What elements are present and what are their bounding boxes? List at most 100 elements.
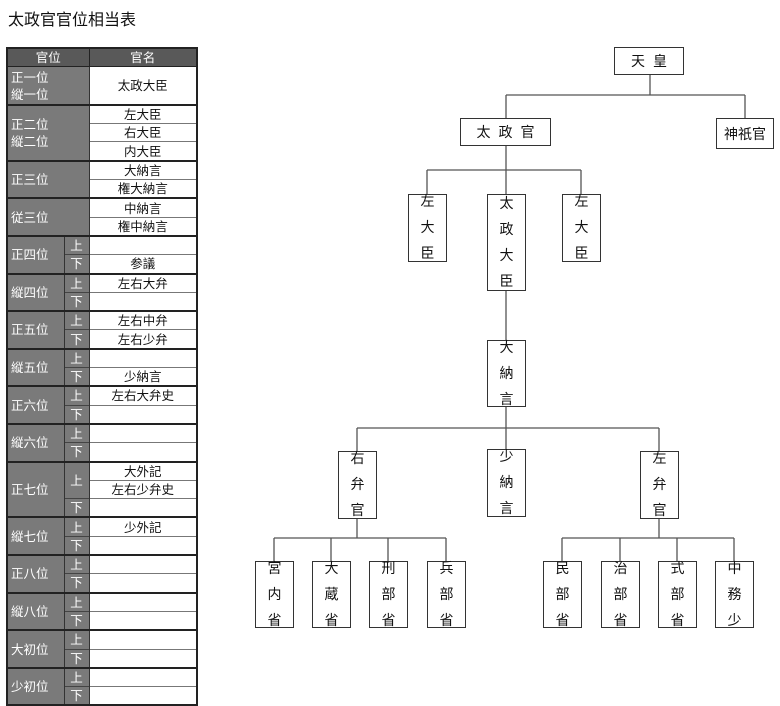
office-name-cell <box>88 573 198 594</box>
office-name-cell <box>88 348 198 369</box>
sub-rank-cell: 上 <box>63 385 90 406</box>
table-row: 下左右少弁 <box>7 329 198 350</box>
office-name-cell <box>88 291 198 313</box>
rank-table: 官位 官名 正一位 縦一位太政大臣正二位 縦二位左大臣右大臣内大臣正三位大納言権… <box>6 47 198 706</box>
sub-rank-cell: 上 <box>63 516 90 537</box>
sub-rank-cell: 下 <box>63 498 90 519</box>
table-row: 下 <box>7 291 198 313</box>
office-name-cell: 太政大臣 <box>88 66 198 106</box>
sub-rank-cell: 上 <box>63 629 90 649</box>
node-tenno: 天皇 <box>614 47 684 75</box>
node-dainagon: 大納言 <box>487 340 526 408</box>
office-name-cell: 左大臣 <box>88 104 198 125</box>
office-name-cell <box>88 610 198 632</box>
rank-cell: 正一位 縦一位 <box>7 66 90 106</box>
rank-cell: 正八位 <box>7 555 65 594</box>
office-name-cell: 権大納言 <box>88 179 198 200</box>
table-row: 縦四位上左右大弁 <box>7 273 198 313</box>
table-row: 縦八位上 <box>7 592 198 632</box>
rank-cell: 正三位 <box>7 160 90 200</box>
sub-rank-cell: 上 <box>63 667 90 687</box>
table-row: 正六位上左右大弁史 <box>7 385 198 425</box>
office-name-cell <box>88 648 198 669</box>
rank-cell: 大初位 <box>7 630 65 669</box>
table-row: 縦五位上 <box>7 348 198 388</box>
node-label: 式部省 <box>670 560 685 629</box>
node-ubenkan: 右弁官 <box>338 451 377 519</box>
node-label: 少納言 <box>499 449 514 517</box>
table-row: 下 <box>7 535 198 557</box>
office-name-cell: 内大臣 <box>88 141 198 162</box>
header-office: 官名 <box>88 47 198 68</box>
sub-rank-cell: 下 <box>63 404 90 425</box>
node-gyobusho: 刑部省 <box>369 561 408 629</box>
office-name-cell: 少外記 <box>88 516 198 537</box>
rank-cell: 正四位 <box>7 235 65 275</box>
node-jingikan: 神祇官 <box>716 118 774 149</box>
node-daijokan: 太政官 <box>460 118 551 146</box>
node-jibusho: 治部省 <box>601 561 640 629</box>
node-sadaijin-left: 左大臣 <box>408 194 447 262</box>
rank-cell: 正六位 <box>7 386 65 425</box>
node-label: 右弁官 <box>350 451 365 519</box>
table-row: 大初位上 <box>7 629 198 669</box>
node-sabenkan: 左弁官 <box>640 451 679 519</box>
rank-cell: 従三位 <box>7 198 90 237</box>
node-label: 刑部省 <box>381 560 396 629</box>
node-label: 大蔵省 <box>324 560 339 629</box>
connector-daijokan <box>426 145 582 194</box>
rank-table-body: 正一位 縦一位太政大臣正二位 縦二位左大臣右大臣内大臣正三位大納言権大納言従三位… <box>7 66 198 706</box>
sub-rank-cell: 下 <box>63 648 90 669</box>
table-row: 下 <box>7 442 198 463</box>
office-name-cell: 中納言 <box>88 197 198 218</box>
table-row: 縦六位上 <box>7 423 198 463</box>
node-label: 宮内省 <box>267 560 282 629</box>
node-shikibusho: 式部省 <box>658 561 697 629</box>
table-row: 下 <box>7 404 198 425</box>
table-row: 下 <box>7 610 198 632</box>
sub-rank-cell: 下 <box>63 291 90 313</box>
table-row: 左右少弁史 <box>7 479 198 500</box>
sub-rank-cell: 上 <box>63 235 90 255</box>
page-title: 太政官官位相当表 <box>8 10 137 29</box>
table-row: 正三位大納言 <box>7 160 198 200</box>
node-label: 太政大臣 <box>499 195 514 290</box>
node-daijodaijin: 太政大臣 <box>487 194 526 291</box>
table-row: 従三位中納言 <box>7 197 198 237</box>
node-label: 民部省 <box>555 560 570 629</box>
sub-rank-cell: 下 <box>63 442 90 463</box>
office-name-cell: 大納言 <box>88 160 198 181</box>
node-label: 治部省 <box>613 560 628 629</box>
sub-rank-cell: 下 <box>63 329 90 350</box>
rank-cell: 正七位 <box>7 461 65 519</box>
node-hyobusho: 兵部省 <box>427 561 466 629</box>
office-name-cell <box>88 498 198 519</box>
office-name-cell: 左右大弁史 <box>88 385 198 406</box>
sub-rank-cell: 上 <box>63 310 90 330</box>
table-row: 正八位上 <box>7 554 198 594</box>
node-label: 左弁官 <box>652 451 667 519</box>
rank-cell: 縦四位 <box>7 273 65 313</box>
node-kunaisho: 宮内省 <box>255 561 294 629</box>
table-row: 縦七位上少外記 <box>7 516 198 557</box>
node-label: 大納言 <box>499 339 514 408</box>
connector-ubenkan <box>273 518 447 561</box>
office-name-cell <box>88 442 198 463</box>
connector-tenno <box>505 74 746 118</box>
office-name-cell <box>88 592 198 612</box>
office-name-cell: 左右大弁 <box>88 273 198 293</box>
sub-rank-cell: 上 <box>63 461 90 499</box>
office-name-cell: 右大臣 <box>88 123 198 143</box>
office-name-cell <box>88 535 198 557</box>
node-nakatsukasa: 中務少 <box>715 561 754 629</box>
table-row: 権大納言 <box>7 179 198 200</box>
office-name-cell: 権中納言 <box>88 216 198 237</box>
office-name-cell: 参議 <box>88 254 198 275</box>
office-name-cell <box>88 667 198 688</box>
node-label: 左大臣 <box>420 194 435 262</box>
rank-cell: 縦五位 <box>7 348 65 388</box>
rank-cell: 正五位 <box>7 311 65 350</box>
node-sadaijin-right: 左大臣 <box>562 194 601 262</box>
table-row: 下 <box>7 648 198 669</box>
